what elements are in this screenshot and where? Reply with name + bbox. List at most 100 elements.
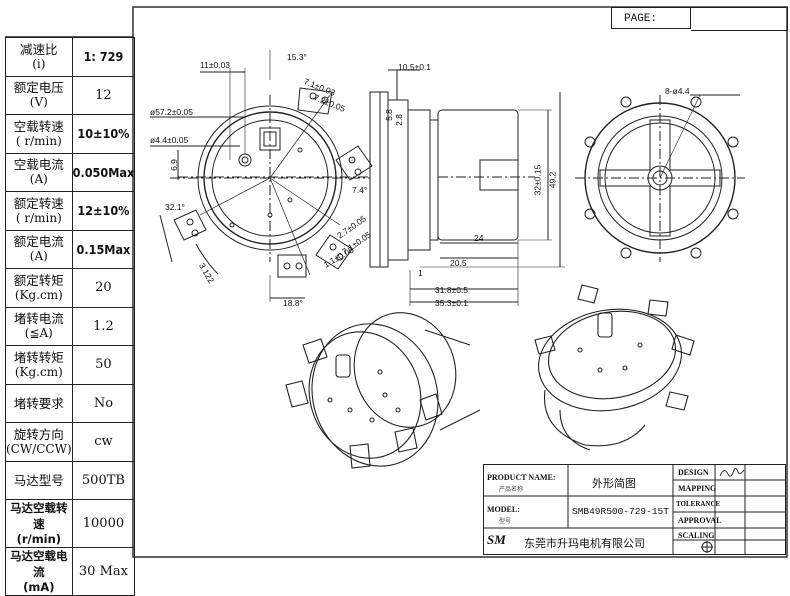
signature bbox=[719, 467, 745, 477]
front-view bbox=[150, 50, 373, 302]
spec-row: 空载电流(A)0.050Max bbox=[5, 152, 136, 192]
spec-value: No bbox=[71, 383, 136, 423]
spec-label-cell: 堵转要求 bbox=[5, 383, 73, 423]
iso-view-right bbox=[534, 284, 695, 451]
spec-label: 马达型号 bbox=[13, 472, 64, 488]
dim-label: 31.8±0.5 bbox=[435, 285, 469, 295]
dim-label: 5.8 bbox=[383, 109, 394, 121]
dim-label: 32.1° bbox=[165, 202, 185, 212]
product-name-value: 外形简图 bbox=[592, 478, 636, 490]
dim-label: 11±0.03 bbox=[200, 60, 231, 70]
spec-value: 20 bbox=[71, 268, 136, 308]
spec-label-cell: 旋转方向(CW/CCW) bbox=[5, 422, 73, 462]
dim-label: 35.3±0.1 bbox=[435, 298, 469, 308]
spec-row: 堵转电流(≦A)1.2 bbox=[5, 306, 136, 346]
company-logo: SM bbox=[487, 532, 506, 547]
spec-value: 10000 bbox=[71, 499, 136, 548]
spec-row: 减速比(i)1: 729 bbox=[5, 37, 136, 77]
spec-label: 空载转速 bbox=[13, 118, 64, 134]
spec-row: 马达型号 500TB bbox=[5, 460, 136, 500]
spec-label: 额定转矩 bbox=[13, 272, 64, 288]
spec-unit: (A) bbox=[29, 172, 48, 187]
spec-label-cell: 额定转矩(Kg.cm) bbox=[5, 268, 73, 308]
spec-label-cell: 额定转速( r/min) bbox=[5, 191, 73, 231]
model-cn: 型号 bbox=[499, 519, 512, 525]
spec-row: 堵转转矩(Kg.cm)50 bbox=[5, 345, 136, 385]
dim-label: ø57.2±0.05 bbox=[150, 107, 193, 117]
spec-value: 10±10% bbox=[71, 114, 136, 154]
spec-unit: (A) bbox=[29, 249, 48, 264]
spec-label-cell: 空载电流(A) bbox=[5, 152, 73, 192]
spec-label-cell: 马达型号 bbox=[5, 460, 73, 500]
dim-label: 18.8° bbox=[283, 298, 303, 308]
spec-row: 额定转矩(Kg.cm)20 bbox=[5, 268, 136, 308]
title-block: PRODUCT NAME: 产品名称 外形简图 MODEL: 型号 SMB49R… bbox=[483, 464, 786, 555]
spec-row: 额定电流(A)0.15Max bbox=[5, 229, 136, 269]
mapping-label: MAPPING bbox=[678, 484, 717, 493]
dim-label: 10.5±0.1 bbox=[398, 62, 432, 72]
dim-label: 7.4° bbox=[352, 185, 368, 195]
spec-value: 0.050Max bbox=[71, 152, 136, 192]
page-number-box bbox=[691, 7, 788, 31]
spec-row: 额定电压(V)12 bbox=[5, 75, 136, 115]
spec-unit: (Kg.cm) bbox=[14, 287, 63, 302]
spec-value: 0.15Max bbox=[71, 229, 136, 269]
dim-label: 2.8 bbox=[393, 114, 404, 126]
company-name: 东莞市升玛电机有限公司 bbox=[524, 538, 645, 550]
spec-label: 额定电流 bbox=[13, 234, 64, 250]
spec-unit: (mA) bbox=[23, 580, 55, 594]
spec-label: 旋转方向 bbox=[13, 426, 64, 442]
spec-value: 12 bbox=[71, 75, 136, 115]
spec-unit: (≦A) bbox=[24, 326, 53, 341]
scaling-label: SCALING bbox=[678, 531, 715, 540]
dim-label: 32±0.15 bbox=[532, 164, 543, 196]
dim-label: 6.9 bbox=[168, 159, 179, 171]
spec-label: 减速比 bbox=[20, 41, 58, 57]
side-view bbox=[178, 69, 565, 306]
spec-row: 旋转方向(CW/CCW)cw bbox=[5, 422, 136, 462]
spec-value: 1: 729 bbox=[71, 37, 136, 77]
title-block-grid bbox=[483, 464, 786, 555]
spec-label-cell: 减速比(i) bbox=[5, 37, 73, 77]
product-name-cn: 产品名称 bbox=[499, 487, 524, 493]
spec-label-cell: 额定电压(V) bbox=[5, 75, 73, 115]
tolerance-label: TOLERANCE bbox=[676, 500, 721, 508]
spec-label-cell: 堵转电流(≦A) bbox=[5, 306, 73, 346]
spec-label-cell: 额定电流(A) bbox=[5, 229, 73, 269]
spec-unit: (Kg.cm) bbox=[14, 364, 63, 379]
spec-label: 额定转速 bbox=[13, 195, 64, 211]
model-value: SMB49R500-729-15T bbox=[572, 506, 669, 517]
dim-label: 20.5 bbox=[450, 258, 467, 268]
spec-value: 50 bbox=[71, 345, 136, 385]
spec-label: 堵转电流 bbox=[13, 311, 64, 327]
spec-label: 马达空载转速 bbox=[10, 501, 68, 531]
spec-label: 空载电流 bbox=[13, 157, 64, 173]
dim-label: 24 bbox=[474, 233, 484, 243]
spec-label-cell: 堵转转矩(Kg.cm) bbox=[5, 345, 73, 385]
dim-label: 49.2 bbox=[547, 171, 558, 189]
iso-view-left bbox=[285, 312, 481, 469]
dim-label: 15.3° bbox=[287, 52, 307, 62]
spec-unit: ( r/min) bbox=[15, 210, 62, 225]
spec-unit: (CW/CCW) bbox=[6, 441, 72, 456]
spec-label-cell: 马达空载转速(r/min) bbox=[5, 499, 73, 548]
technical-drawing bbox=[150, 50, 745, 469]
page-label: PAGE: bbox=[611, 7, 691, 29]
spec-label: 额定电压 bbox=[13, 80, 64, 96]
spec-unit: (r/min) bbox=[16, 532, 62, 546]
spec-row: 额定转速( r/min)12±10% bbox=[5, 191, 136, 231]
dim-label: 1 bbox=[418, 268, 423, 278]
spec-value: 12±10% bbox=[71, 191, 136, 231]
model-label: MODEL: bbox=[487, 505, 520, 514]
design-label: DESIGN bbox=[678, 468, 709, 477]
spec-value: 500TB bbox=[71, 460, 136, 500]
dim-label: 8-ø4.4 bbox=[665, 86, 690, 96]
spec-row: 马达空载转速(r/min)10000 bbox=[5, 499, 136, 548]
approval-label: APPROVAL bbox=[678, 516, 722, 525]
product-name-label: PRODUCT NAME: bbox=[487, 473, 556, 482]
dim-label: ø4.4±0.05 bbox=[150, 135, 189, 145]
spec-label: 堵转转矩 bbox=[13, 349, 64, 365]
spec-unit: ( r/min) bbox=[15, 133, 62, 148]
